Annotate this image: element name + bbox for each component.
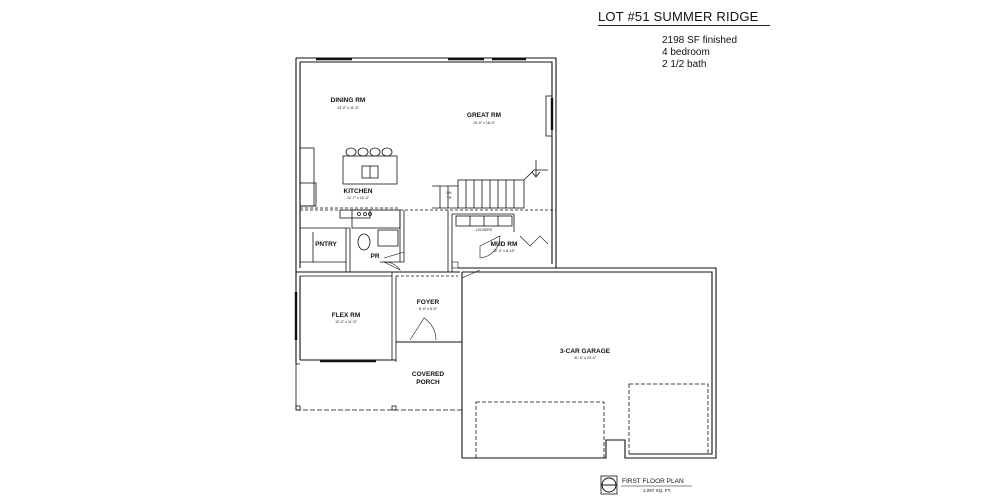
room-dims-kitchen: 12'-7" x 10'-0" bbox=[347, 196, 370, 200]
kitchen-island bbox=[339, 147, 398, 219]
spec-finished-area: 2198 SF finished bbox=[662, 35, 738, 46]
room-dims-foyer: 6'-0" x 8'-0" bbox=[419, 307, 438, 311]
room-dims-flex: 12'-0" x 11'-0" bbox=[335, 320, 358, 324]
door-swings bbox=[383, 235, 549, 341]
room-label-great: GREAT RM bbox=[467, 112, 501, 119]
exterior-walls bbox=[295, 57, 717, 459]
room-label-kitchen: KITCHEN bbox=[344, 188, 373, 195]
stair-tr-label: TR bbox=[447, 196, 452, 200]
garage-doors bbox=[475, 383, 709, 459]
interior-walls bbox=[295, 95, 556, 411]
room-dims-dining: 13'-0" x 11'-0" bbox=[337, 106, 360, 110]
room-dims-garage: 31'-0" x 23'-0" bbox=[574, 356, 597, 360]
room-label-powder: PR bbox=[370, 253, 379, 260]
plan-title: LOT #51 SUMMER RIDGE bbox=[598, 9, 759, 24]
room-label-dining: DINING RM bbox=[331, 97, 366, 104]
room-label-pantry: PNTRY bbox=[315, 241, 337, 248]
room-label-garage: 3-CAR GARAGE bbox=[560, 348, 611, 355]
title-underline bbox=[598, 25, 770, 26]
stair-dn-label: DN bbox=[447, 191, 452, 195]
room-label-flex: FLEX RM bbox=[332, 312, 361, 319]
spec-bedrooms: 4 bedroom bbox=[662, 47, 710, 58]
spec-baths: 2 1/2 bath bbox=[662, 59, 707, 70]
room-dims-mud: 12'-3" x 8'-10" bbox=[493, 249, 516, 253]
lockers-label: LOCKERS bbox=[476, 228, 493, 232]
plan-name: FIRST FLOOR PLAN bbox=[622, 478, 684, 485]
room-label-porch-1: COVERED bbox=[412, 371, 444, 378]
room-label-foyer: FOYER bbox=[417, 299, 440, 306]
plan-caption: FIRST FLOOR PLAN 1,097 SQ. FT. bbox=[600, 475, 692, 495]
room-label-mud: MUD RM bbox=[491, 241, 518, 248]
plan-area: 1,097 SQ. FT. bbox=[643, 488, 671, 493]
room-dims-great: 19'-0" x 16'-0" bbox=[473, 121, 496, 125]
room-label-porch-2: PORCH bbox=[416, 379, 440, 386]
